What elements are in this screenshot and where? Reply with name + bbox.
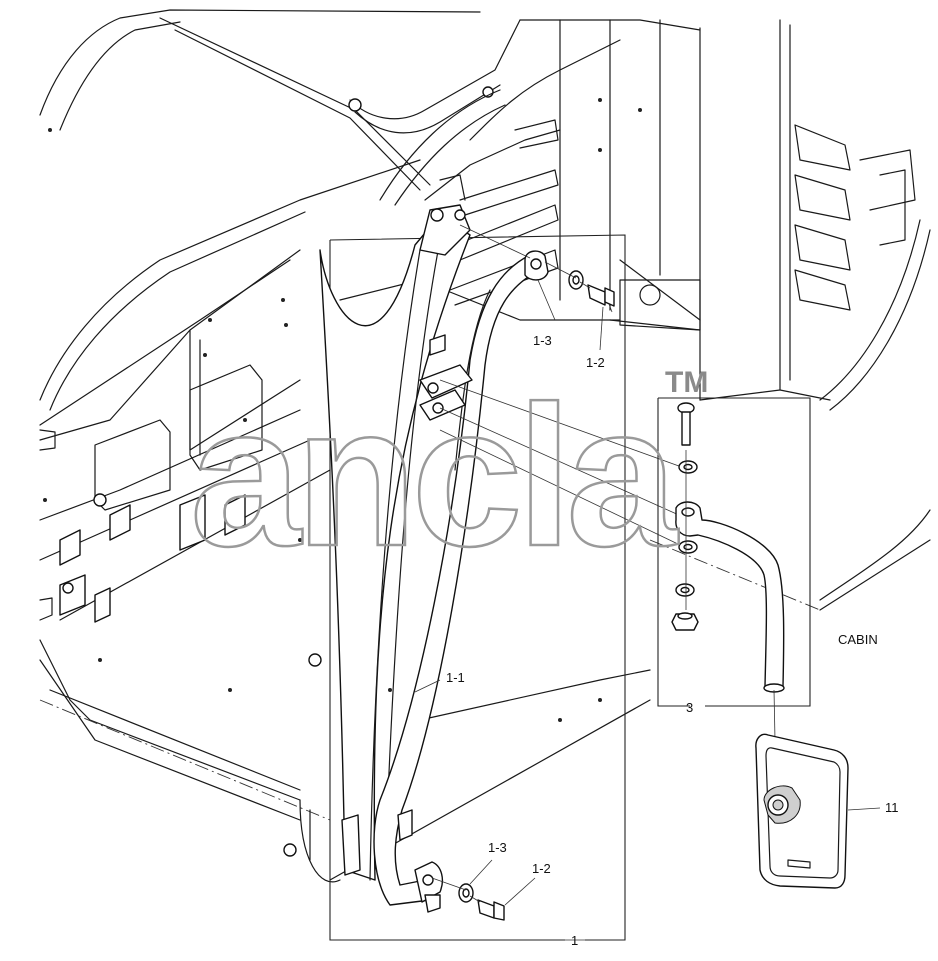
cabin-frame <box>39 9 931 883</box>
arm-washer-top <box>678 460 698 474</box>
mirror-arm-tube <box>675 501 785 693</box>
assembly-leaders <box>431 224 691 903</box>
assembly-1-frame <box>329 234 626 941</box>
mirror-11 <box>755 689 849 889</box>
watermark-trademark: TM <box>665 366 708 399</box>
group-label-cabin: CABIN <box>838 632 878 647</box>
callout-1-2-bottom: 1-2 <box>532 861 551 876</box>
callout-3: 3 <box>686 700 693 715</box>
callout-1-1: 1-1 <box>446 670 465 685</box>
callout-1-2-top: 1-2 <box>586 355 605 370</box>
arm-bolt <box>677 402 695 446</box>
cabin-front-pillar <box>319 204 471 881</box>
callout-1: 1 <box>571 933 578 948</box>
rivet-dots <box>43 98 642 722</box>
stay-tube-1-1 <box>373 250 549 913</box>
lower-bracket <box>341 809 413 876</box>
callout-1-3-bottom: 1-3 <box>488 840 507 855</box>
watermark-text: ancla <box>190 365 679 588</box>
arm-washer-lower <box>675 583 695 597</box>
upper-bracket <box>419 334 473 421</box>
callout-11: 11 <box>885 800 899 815</box>
arm-washer-middle <box>678 540 698 554</box>
washer-1-3-top <box>568 270 584 290</box>
callout-1-3-top: 1-3 <box>533 333 552 348</box>
assembly-3-frame <box>657 397 811 707</box>
bolt-1-2-top <box>587 284 615 313</box>
arm-nut <box>671 612 699 631</box>
washer-1-3-bottom <box>458 883 474 903</box>
watermark: ancla TM <box>189 364 709 590</box>
bolt-1-2-bottom <box>477 899 505 921</box>
callout-leaders <box>414 279 881 941</box>
